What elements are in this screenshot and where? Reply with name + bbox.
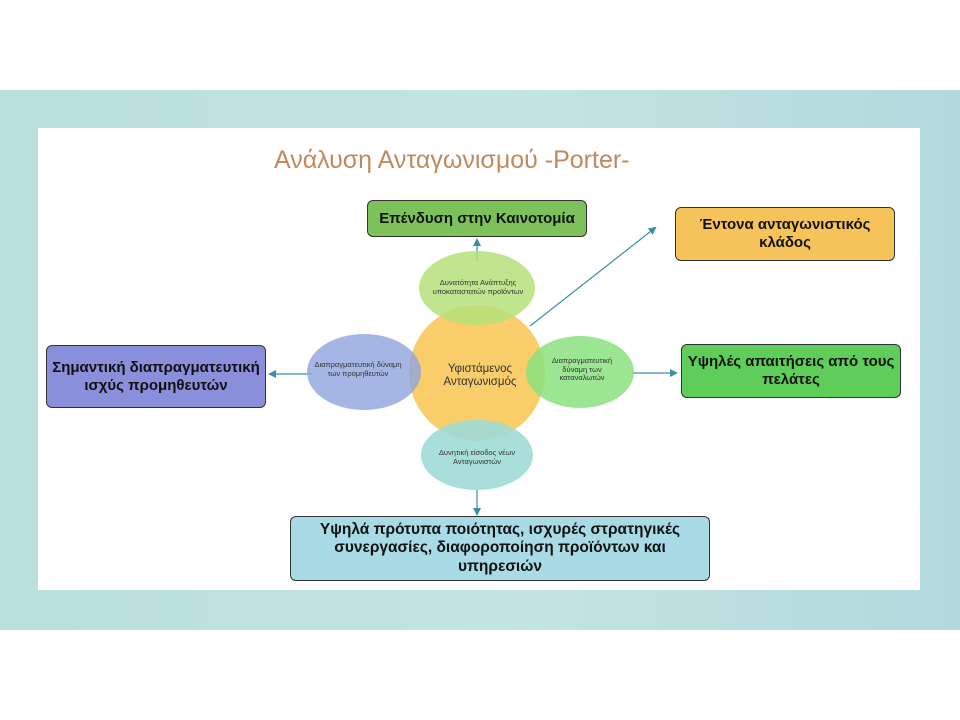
outcome-competitive-industry: Έντονα ανταγωνιστικός κλάδος bbox=[675, 207, 895, 261]
center-label: Υφιστάμενος Ανταγωνισμός bbox=[443, 362, 517, 388]
bottom-circle-label: Δυνητική είσοδος νέων Ανταγωνιστών bbox=[438, 448, 516, 466]
top-circle-label: Δυνατότητα Ανάπτυξης υποκαταστατών προϊό… bbox=[432, 278, 524, 296]
outcome-quality-standards: Υψηλά πρότυπα ποιότητας, ισχυρές στρατηγ… bbox=[290, 516, 710, 581]
outcome-customer-demands: Υψηλές απαιτήσεις από τους πελάτες bbox=[681, 344, 901, 398]
slide-title: Ανάλυση Ανταγωνισμού -Porter- bbox=[274, 146, 630, 174]
outcome-innovation: Επένδυση στην Καινοτομία bbox=[367, 200, 587, 237]
left-circle-label: Διαπραγματευτική δύναμη των προμηθευτών bbox=[314, 360, 402, 378]
right-circle-label: Διαπραγματευτική δύναμη των καταναλωτών bbox=[551, 356, 613, 383]
outcome-supplier-power: Σημαντική διαπραγματευτική ισχύς προμηθε… bbox=[46, 345, 266, 408]
